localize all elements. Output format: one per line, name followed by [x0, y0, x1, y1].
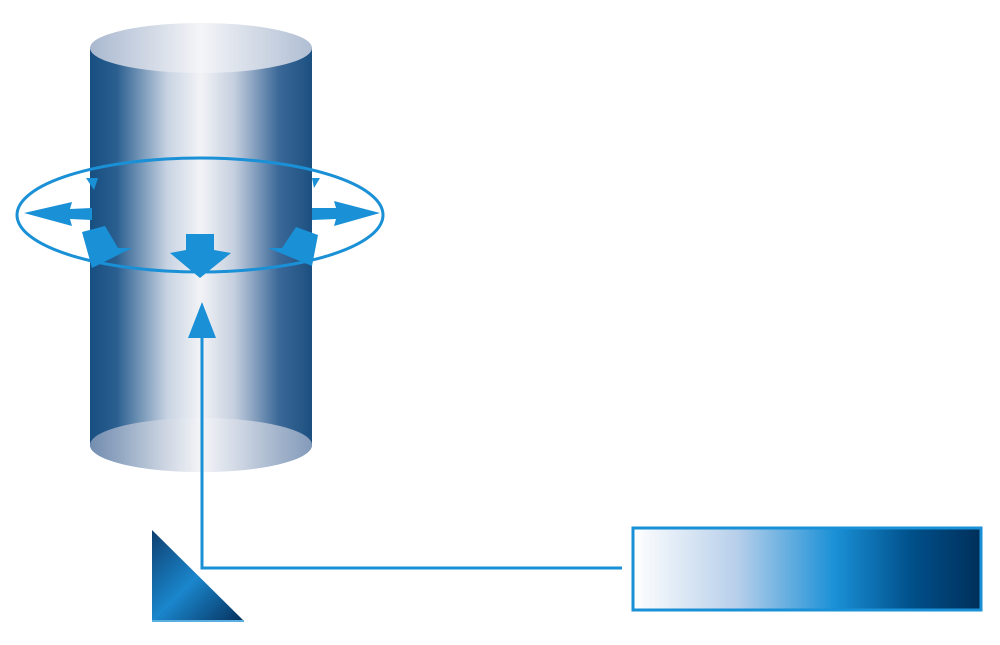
arrow-down-icon — [170, 234, 231, 278]
arrow-back-left-icon — [86, 178, 98, 190]
prism-triangle — [152, 530, 244, 621]
arrow-down-right-icon — [268, 227, 318, 266]
arrow-right-icon — [312, 201, 380, 226]
radial-arrows-ring — [15, 156, 385, 278]
cylinder-top — [90, 23, 312, 73]
arrow-left-icon — [24, 202, 92, 226]
arrow-up-icon — [188, 302, 216, 338]
arrow-down-left-icon — [82, 226, 132, 268]
arrow-back-right-icon — [312, 178, 320, 188]
connector-arrow — [188, 302, 622, 570]
gradient-bar — [631, 526, 983, 612]
